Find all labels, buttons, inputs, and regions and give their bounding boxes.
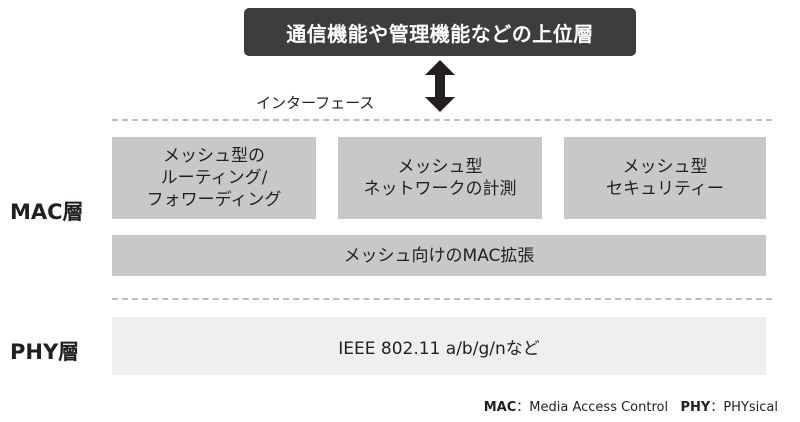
phy-layer-label: PHY層 [10,340,80,364]
legend-mac-full: ：Media Access Control [516,400,669,415]
phy-standard-box: IEEE 802.11 a/b/g/nなど [112,317,766,375]
mesh-security-label: メッシュ型 セキュリティー [606,157,724,199]
legend-mac-abbr: MAC [483,400,517,415]
layer-divider-bottom [112,298,772,300]
double-arrow-icon [425,60,455,112]
phy-standard-label: IEEE 802.11 a/b/g/nなど [338,338,540,359]
mac-layer-label: MAC層 [10,200,84,224]
mesh-routing-box: メッシュ型の ルーティング/ フォワーディング [112,137,316,219]
abbreviation-legend: MAC：Media Access Control PHY：PHYsical [484,396,778,415]
legend-phy-full: ：PHYsical [710,400,778,415]
layer-divider-top [112,119,772,121]
mac-extension-label: メッシュ向けのMAC拡張 [343,245,535,266]
upper-layer-label: 通信機能や管理機能などの上位層 [286,21,594,46]
mesh-measurement-label: メッシュ型 ネットワークの計測 [363,157,517,199]
mesh-security-box: メッシュ型 セキュリティー [564,137,766,219]
mac-extension-box: メッシュ向けのMAC拡張 [112,235,766,276]
upper-layer-box: 通信機能や管理機能などの上位層 [244,8,636,56]
mesh-measurement-box: メッシュ型 ネットワークの計測 [338,137,542,219]
interface-label: インターフェース [256,94,375,112]
mesh-routing-label: メッシュ型の ルーティング/ フォワーディング [146,146,282,210]
legend-phy-abbr: PHY [680,400,711,415]
